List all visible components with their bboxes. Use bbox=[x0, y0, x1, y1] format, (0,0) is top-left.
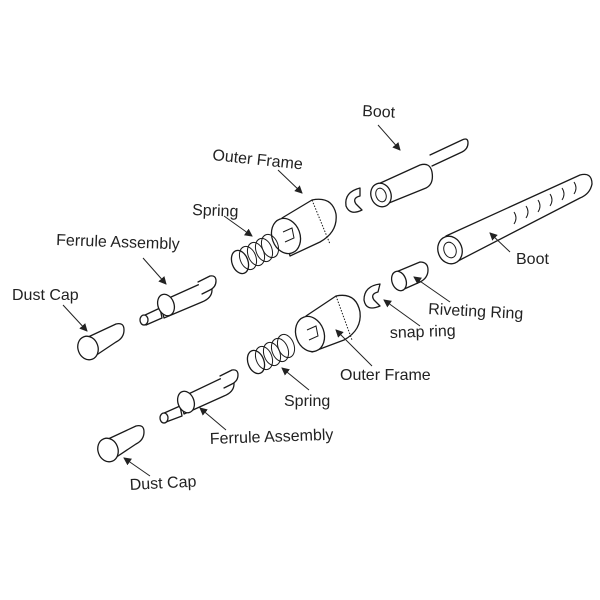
label-boot-right: Boot bbox=[516, 251, 549, 268]
dust-cap-bottom-arrow bbox=[123, 457, 151, 477]
boot-right-part bbox=[437, 173, 593, 265]
label-ferrule-bottom: Ferrule Assembly bbox=[210, 427, 334, 448]
dust-cap-bottom-part bbox=[97, 424, 145, 463]
label-outer-frame-bottom: Outer Frame bbox=[340, 367, 431, 384]
riveting-ring-arrow bbox=[413, 276, 451, 303]
outer-frame-top-part bbox=[270, 198, 337, 257]
label-boot-top: Boot bbox=[362, 103, 396, 122]
outer-frame-bottom-arrow bbox=[335, 329, 373, 367]
outer-frame-top-arrow bbox=[277, 169, 303, 194]
label-snap-ring: snap ring bbox=[390, 323, 456, 342]
boot-top-arrow bbox=[377, 124, 401, 151]
ferrule-bottom-part bbox=[159, 369, 239, 424]
label-spring-top: Spring bbox=[192, 202, 239, 221]
boot-right-arrow bbox=[489, 232, 511, 253]
ferrule-bottom-arrow bbox=[199, 407, 227, 431]
boot-top-part bbox=[370, 138, 469, 208]
label-dust-cap-bottom: Dust Cap bbox=[129, 474, 197, 494]
dust-cap-top-arrow bbox=[62, 304, 88, 332]
spring-bottom-part bbox=[246, 333, 296, 375]
snap-ring-top-part bbox=[345, 187, 363, 213]
spring-bottom-arrow bbox=[281, 367, 310, 391]
label-spring-bottom: Spring bbox=[284, 393, 330, 410]
label-riveting-ring: Riveting Ring bbox=[428, 301, 524, 323]
snap-ring-arrow bbox=[383, 299, 421, 327]
label-ferrule-top: Ferrule Assembly bbox=[56, 232, 180, 253]
spring-top-part bbox=[230, 233, 280, 275]
ferrule-top-arrow bbox=[142, 257, 167, 285]
snap-ring-bottom-part bbox=[363, 283, 381, 309]
riveting-ring-part bbox=[390, 261, 429, 292]
spring-top-arrow bbox=[223, 215, 253, 237]
ferrule-top-part bbox=[139, 275, 217, 326]
label-dust-cap-top: Dust Cap bbox=[12, 287, 79, 304]
outer-frame-bottom-part bbox=[294, 294, 361, 353]
label-outer-frame-top: Outer Frame bbox=[212, 147, 304, 173]
dust-cap-top-part bbox=[77, 322, 125, 361]
